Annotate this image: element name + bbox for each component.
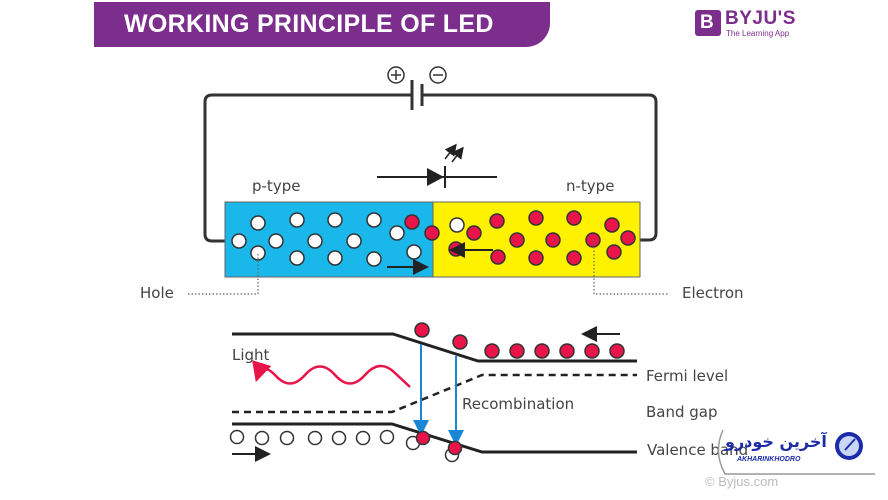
conduction-band-line <box>232 332 637 363</box>
band-gap-label: Band gap <box>646 403 718 421</box>
copyright-watermark: © Byjus.com <box>705 474 779 489</box>
conduction-electron <box>452 334 468 350</box>
valence-hole <box>254 430 270 446</box>
conduction-electron <box>559 343 575 359</box>
conduction-electron <box>609 343 625 359</box>
electron-particle <box>489 213 505 229</box>
valence-band-line <box>232 422 637 454</box>
hole-particle <box>250 245 266 261</box>
hole-particle <box>250 215 266 231</box>
circuit-wire <box>203 93 412 243</box>
recombination-label: Recombination <box>462 395 575 413</box>
electron-particle <box>585 232 601 248</box>
hole-particle <box>449 217 465 233</box>
electron-particle <box>620 230 636 246</box>
electron-particle <box>604 217 620 233</box>
hole-particle <box>406 244 422 260</box>
akharinkhodro-persian-text: آخرین خودرو <box>725 432 827 451</box>
fermi-level-label: Fermi level <box>646 367 729 385</box>
electron-particle <box>509 232 525 248</box>
battery-positive-icon <box>387 66 405 84</box>
fermi-level-line <box>232 373 637 414</box>
electron-particle <box>424 225 440 241</box>
page-title: WORKING PRINCIPLE OF LED <box>124 10 494 38</box>
light-wave-icon <box>252 360 411 388</box>
electron-label: Electron <box>682 284 744 302</box>
valence-hole <box>229 429 245 445</box>
valence-hole <box>307 430 323 446</box>
electron-particle <box>566 210 582 226</box>
hole-particle <box>366 251 382 267</box>
conduction-electron <box>484 343 500 359</box>
electron-particle <box>466 225 482 241</box>
light-label: Light <box>232 346 270 364</box>
electron-particle <box>606 244 622 260</box>
hole-label: Hole <box>140 284 174 302</box>
valence-hole <box>379 429 395 445</box>
electron-particle <box>566 250 582 266</box>
hole-particle <box>289 250 305 266</box>
hole-particle <box>231 233 247 249</box>
hole-particle <box>289 212 305 228</box>
hole-particle <box>268 233 284 249</box>
hole-leader-line <box>186 254 259 295</box>
valence-hole <box>331 430 347 446</box>
byjus-logo-letter: B <box>700 12 714 33</box>
electron-particle <box>490 249 506 265</box>
hole-particle <box>389 225 405 241</box>
valence-band-label: Valence band <box>647 441 749 459</box>
title-banner: WORKING PRINCIPLE OF LED <box>94 2 550 47</box>
gear-gauge-icon <box>835 432 863 460</box>
electron-particle <box>545 232 561 248</box>
hole-particle <box>346 233 362 249</box>
electron-particle <box>528 210 544 226</box>
hole-particle <box>307 233 323 249</box>
p-type-region <box>224 201 434 278</box>
electron-particle <box>528 250 544 266</box>
valence-hole <box>355 430 371 446</box>
hole-particle <box>327 212 343 228</box>
recombining-electron <box>447 440 463 456</box>
akharinkhodro-latin-text: AKHARINKHODRO <box>737 456 801 463</box>
n-type-label: n-type <box>566 177 615 195</box>
electron-leader-line <box>593 240 668 295</box>
p-type-label: p-type <box>252 177 301 195</box>
hole-particle <box>366 212 382 228</box>
conduction-electron <box>584 343 600 359</box>
hole-particle <box>327 250 343 266</box>
conduction-electron <box>414 322 430 338</box>
brand-tagline: The Learning App <box>726 29 790 38</box>
led-symbol-icon <box>377 143 497 188</box>
circuit-wire <box>422 93 658 242</box>
valence-hole <box>279 430 295 446</box>
byjus-logo-icon: B <box>695 10 721 36</box>
battery-icon <box>387 66 447 110</box>
electron-particle <box>404 214 420 230</box>
conduction-electron <box>534 343 550 359</box>
byjus-logo: B BYJU'S The Learning App <box>695 8 805 40</box>
recombining-electron <box>415 430 431 446</box>
conduction-electron <box>509 343 525 359</box>
battery-negative-icon <box>429 66 447 84</box>
brand-name: BYJU'S <box>725 8 796 29</box>
akharinkhodro-watermark: آخرین خودرو AKHARINKHODRO <box>715 428 875 478</box>
